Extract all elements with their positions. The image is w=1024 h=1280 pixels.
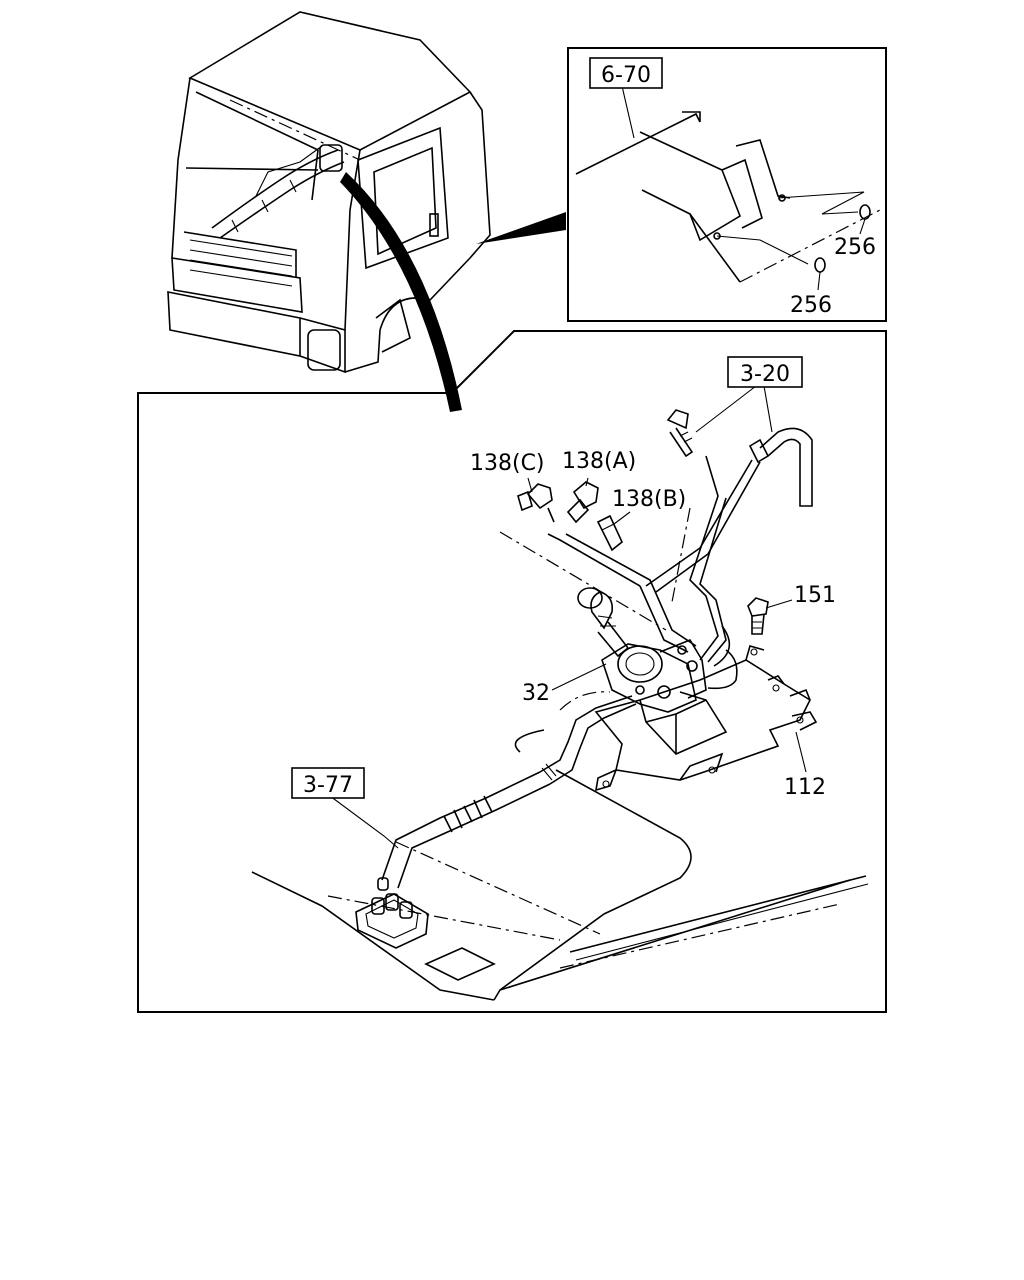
main-detail-frame	[137, 330, 887, 1013]
label-151: 151	[794, 583, 836, 608]
clutch-master-cylinder-assembly	[251, 409, 869, 1001]
svg-text:3-77: 3-77	[303, 773, 353, 798]
label-138-b: 138(B)	[612, 487, 686, 512]
truck-cab-illustration	[167, 11, 566, 412]
label-3-20: 3-20	[727, 356, 803, 388]
label-32: 32	[522, 681, 550, 706]
svg-text:3-20: 3-20	[740, 362, 790, 387]
label-138-a: 138(A)	[562, 449, 636, 474]
label-6-70: 6-70	[589, 57, 663, 89]
svg-text:6-70: 6-70	[601, 63, 651, 88]
label-112: 112	[784, 775, 826, 800]
detail-inset-panel	[567, 47, 887, 322]
label-138-c: 138(C)	[470, 451, 545, 476]
leader-lines	[329, 385, 807, 849]
label-256-upper: 256	[834, 235, 876, 260]
label-256-lower: 256	[790, 293, 832, 318]
label-3-77: 3-77	[291, 767, 365, 799]
